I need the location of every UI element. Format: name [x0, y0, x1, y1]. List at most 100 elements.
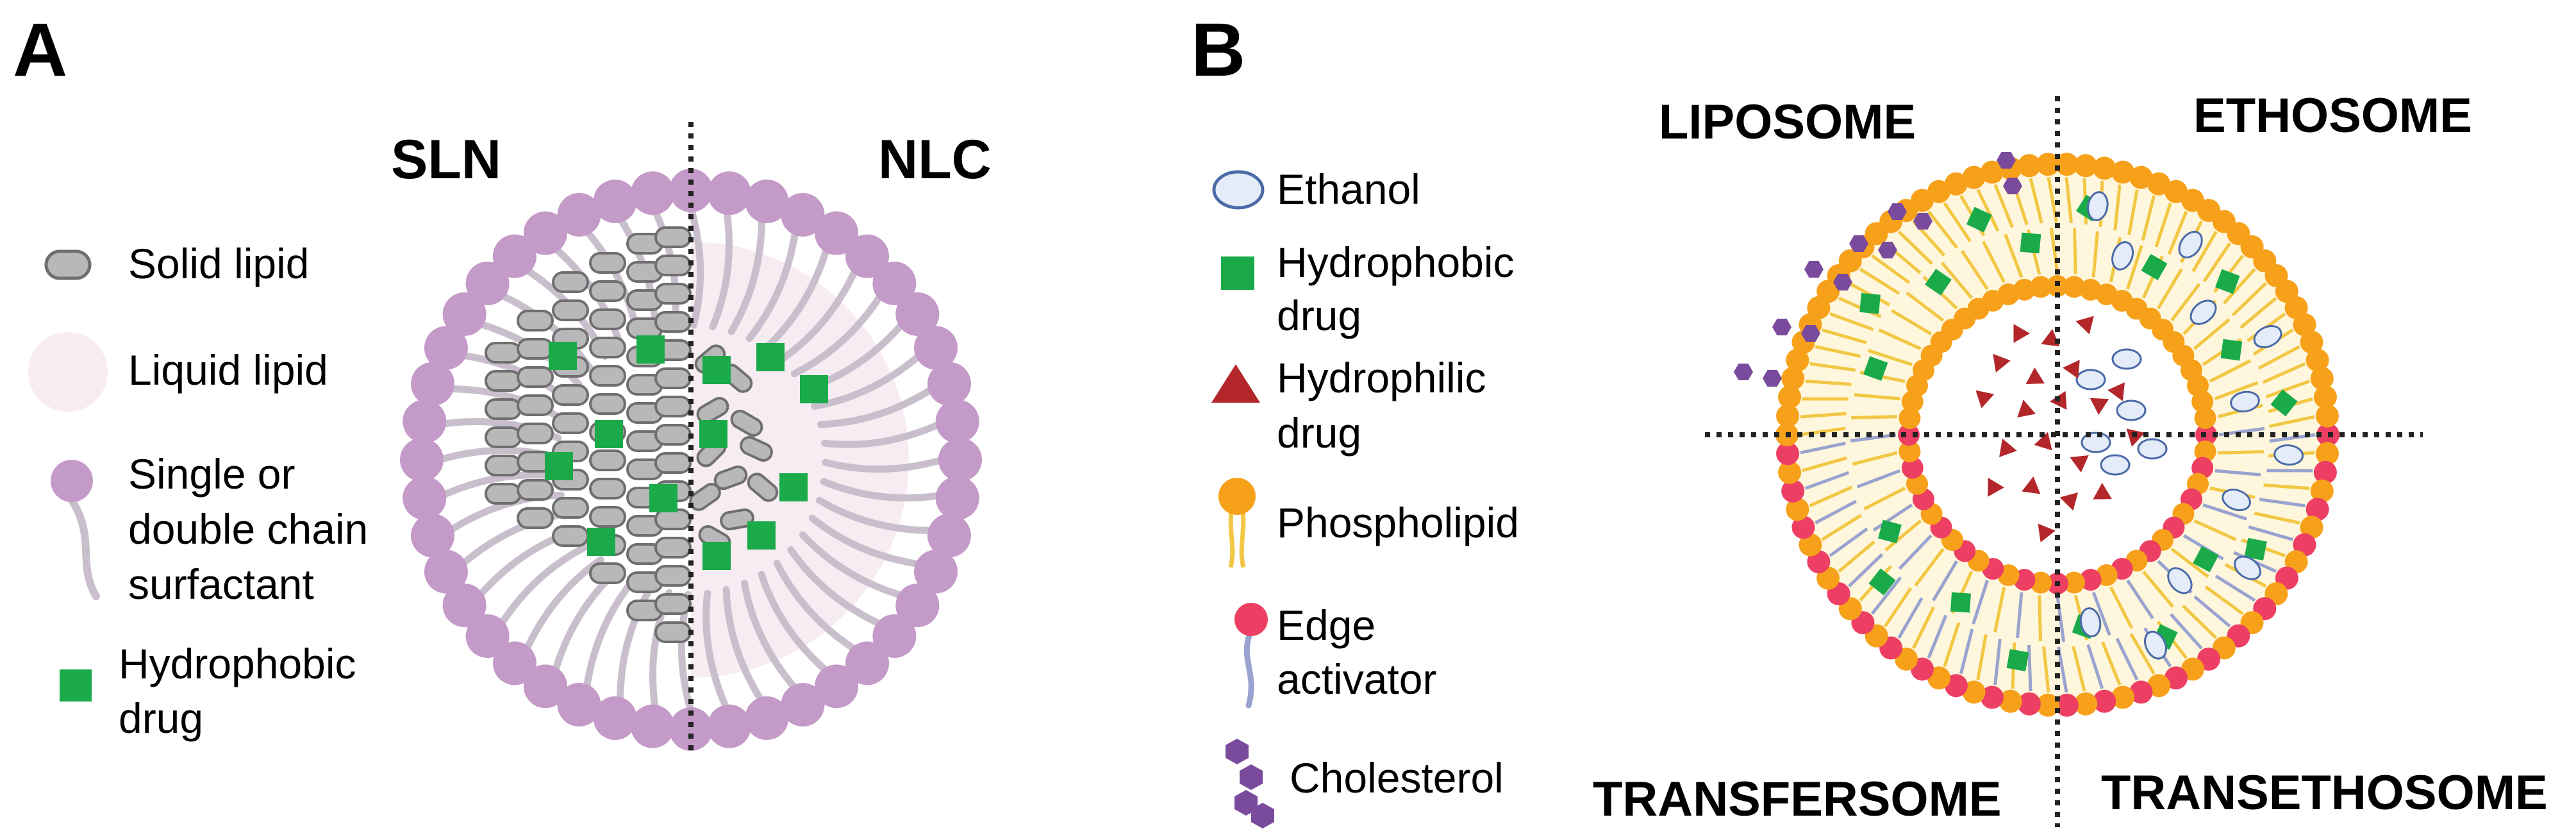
ethanol-icon — [1212, 170, 1265, 210]
hydrophilic-drug — [2107, 382, 2125, 401]
transethosome-title: TRANSETHOSOME — [2101, 766, 2548, 820]
legend-drug-line1: Hydrophobic — [119, 640, 356, 687]
surfactant-head — [895, 584, 940, 628]
hydrophobic-drug — [1925, 269, 1952, 296]
cholesterol-icon — [1226, 739, 1274, 828]
phospholipid-tail — [2125, 245, 2143, 290]
surfactant-head — [424, 326, 468, 370]
phospholipid-tail — [2049, 227, 2059, 274]
phospholipid-head — [2074, 154, 2098, 178]
surfactant-tail — [815, 496, 936, 534]
hydrophilic-drug — [2075, 315, 2094, 335]
edge-activator-tail — [1897, 597, 1924, 639]
edge-activator-head — [1776, 442, 1800, 466]
hydrophilic-drug — [1993, 353, 2011, 373]
legend-ethanol-label: Ethanol — [1277, 165, 1420, 213]
phospholipid-head — [2306, 348, 2329, 372]
ethanol-molecule — [2167, 567, 2193, 594]
solid-lipid — [517, 394, 554, 416]
phospholipid-tail — [2073, 228, 2077, 274]
ethanol-molecule — [2178, 230, 2203, 258]
phospholipid-tail — [1821, 514, 1863, 541]
phospholipid-head — [1781, 367, 1805, 391]
cholesterol-molecule — [1888, 203, 1907, 220]
phospholipid-tail — [1884, 519, 1922, 551]
legend-solid-lipid-label: Solid lipid — [128, 240, 310, 287]
phospholipid-tail — [2141, 195, 2156, 241]
solid-lipid — [589, 393, 626, 415]
phospholipid-tail — [2091, 231, 2099, 278]
edge-activator-tail — [2016, 592, 2023, 639]
hydrophobic-drug — [636, 335, 665, 364]
cholesterol-molecule — [1849, 235, 1868, 252]
hydrophobic-drug — [2220, 339, 2243, 361]
phospholipid-tail — [1927, 210, 1959, 249]
surfactant-head — [557, 192, 601, 237]
surfactant-head — [669, 707, 713, 751]
surfactant-icon — [51, 460, 100, 600]
phospholipid-head — [2310, 479, 2334, 503]
ethanol-molecule — [2079, 607, 2102, 637]
phospholipid-tail — [2202, 242, 2232, 283]
phospholipid-tail — [1981, 240, 2006, 283]
phospholipid-tail — [1815, 345, 1861, 358]
edge-activator-head — [2129, 680, 2153, 704]
hydrophilic-drug — [1975, 390, 1995, 408]
edge-activator-tail — [1932, 560, 1959, 601]
phospholipid-tail — [1897, 230, 1933, 265]
edge-activator-head — [2079, 569, 2102, 591]
phospholipid-tail — [2142, 570, 2174, 608]
surfactant-head — [781, 683, 825, 727]
phospholipid-tail — [2254, 512, 2300, 525]
surfactant-head — [707, 171, 751, 215]
hydrophobic-drug — [595, 420, 623, 448]
phospholipid-head — [2300, 330, 2323, 354]
solid-lipid — [654, 311, 692, 333]
edge-activator-head — [2017, 692, 2041, 716]
solid-lipid — [552, 412, 589, 434]
phospholipid-head — [2129, 165, 2153, 189]
phospholipid-tail — [2129, 633, 2156, 675]
phospholipid-head — [1799, 533, 1822, 557]
solid-lipid — [589, 280, 626, 302]
edge-activator-tail — [1804, 471, 1850, 490]
phospholipid-tail — [2101, 641, 2122, 685]
phospholipid-tail — [1851, 415, 1897, 419]
edge-activator-head — [1901, 457, 1924, 479]
phospholipid-tail — [1993, 587, 2006, 633]
solid-lipid — [654, 593, 692, 615]
phospholipid-head — [2036, 153, 2060, 176]
solid-lipid — [654, 283, 692, 305]
legend-b-hydrophobic-line1: Hydrophobic — [1277, 239, 1515, 286]
hydrophobic-drug — [747, 521, 776, 550]
legend-b-hydrophobic-line2: drug — [1277, 292, 1361, 339]
phospholipid-head — [1980, 160, 2004, 184]
hydrophilic-drug-icon — [1211, 364, 1260, 403]
surfactant-head — [631, 171, 675, 215]
surfactant-head — [442, 584, 486, 628]
surfactant-tail — [773, 559, 860, 653]
ethanol-molecule — [2190, 299, 2217, 325]
solid-lipid — [654, 396, 692, 417]
hydrophilic-drug — [2070, 455, 2089, 473]
hydrophobic-drug — [1966, 206, 1992, 233]
surfactant-tail — [777, 266, 860, 364]
surfactant-head — [872, 614, 917, 659]
surfactant-head — [745, 180, 789, 224]
solid-lipid — [713, 465, 748, 491]
surfactant-head — [815, 664, 859, 709]
phospholipid-head — [1778, 460, 1802, 484]
phospholipid-tail — [2193, 519, 2237, 541]
phospholipid-tail — [2042, 646, 2050, 693]
cholesterol-molecule — [2003, 178, 2022, 194]
phospholipid-head — [1998, 689, 2022, 713]
solid-lipid — [740, 435, 773, 462]
solid-lipid — [552, 525, 589, 547]
hydrophilic-drug — [2063, 360, 2080, 379]
panel-b-legend: Ethanol Hydrophobic drug Hydrophilic dru… — [1211, 165, 1519, 828]
phospholipid-head — [2093, 156, 2116, 180]
surfactant-head — [403, 399, 447, 444]
surfactant-head — [845, 641, 890, 685]
hydrophobic-drug — [779, 473, 808, 501]
solid-lipid — [589, 506, 626, 528]
